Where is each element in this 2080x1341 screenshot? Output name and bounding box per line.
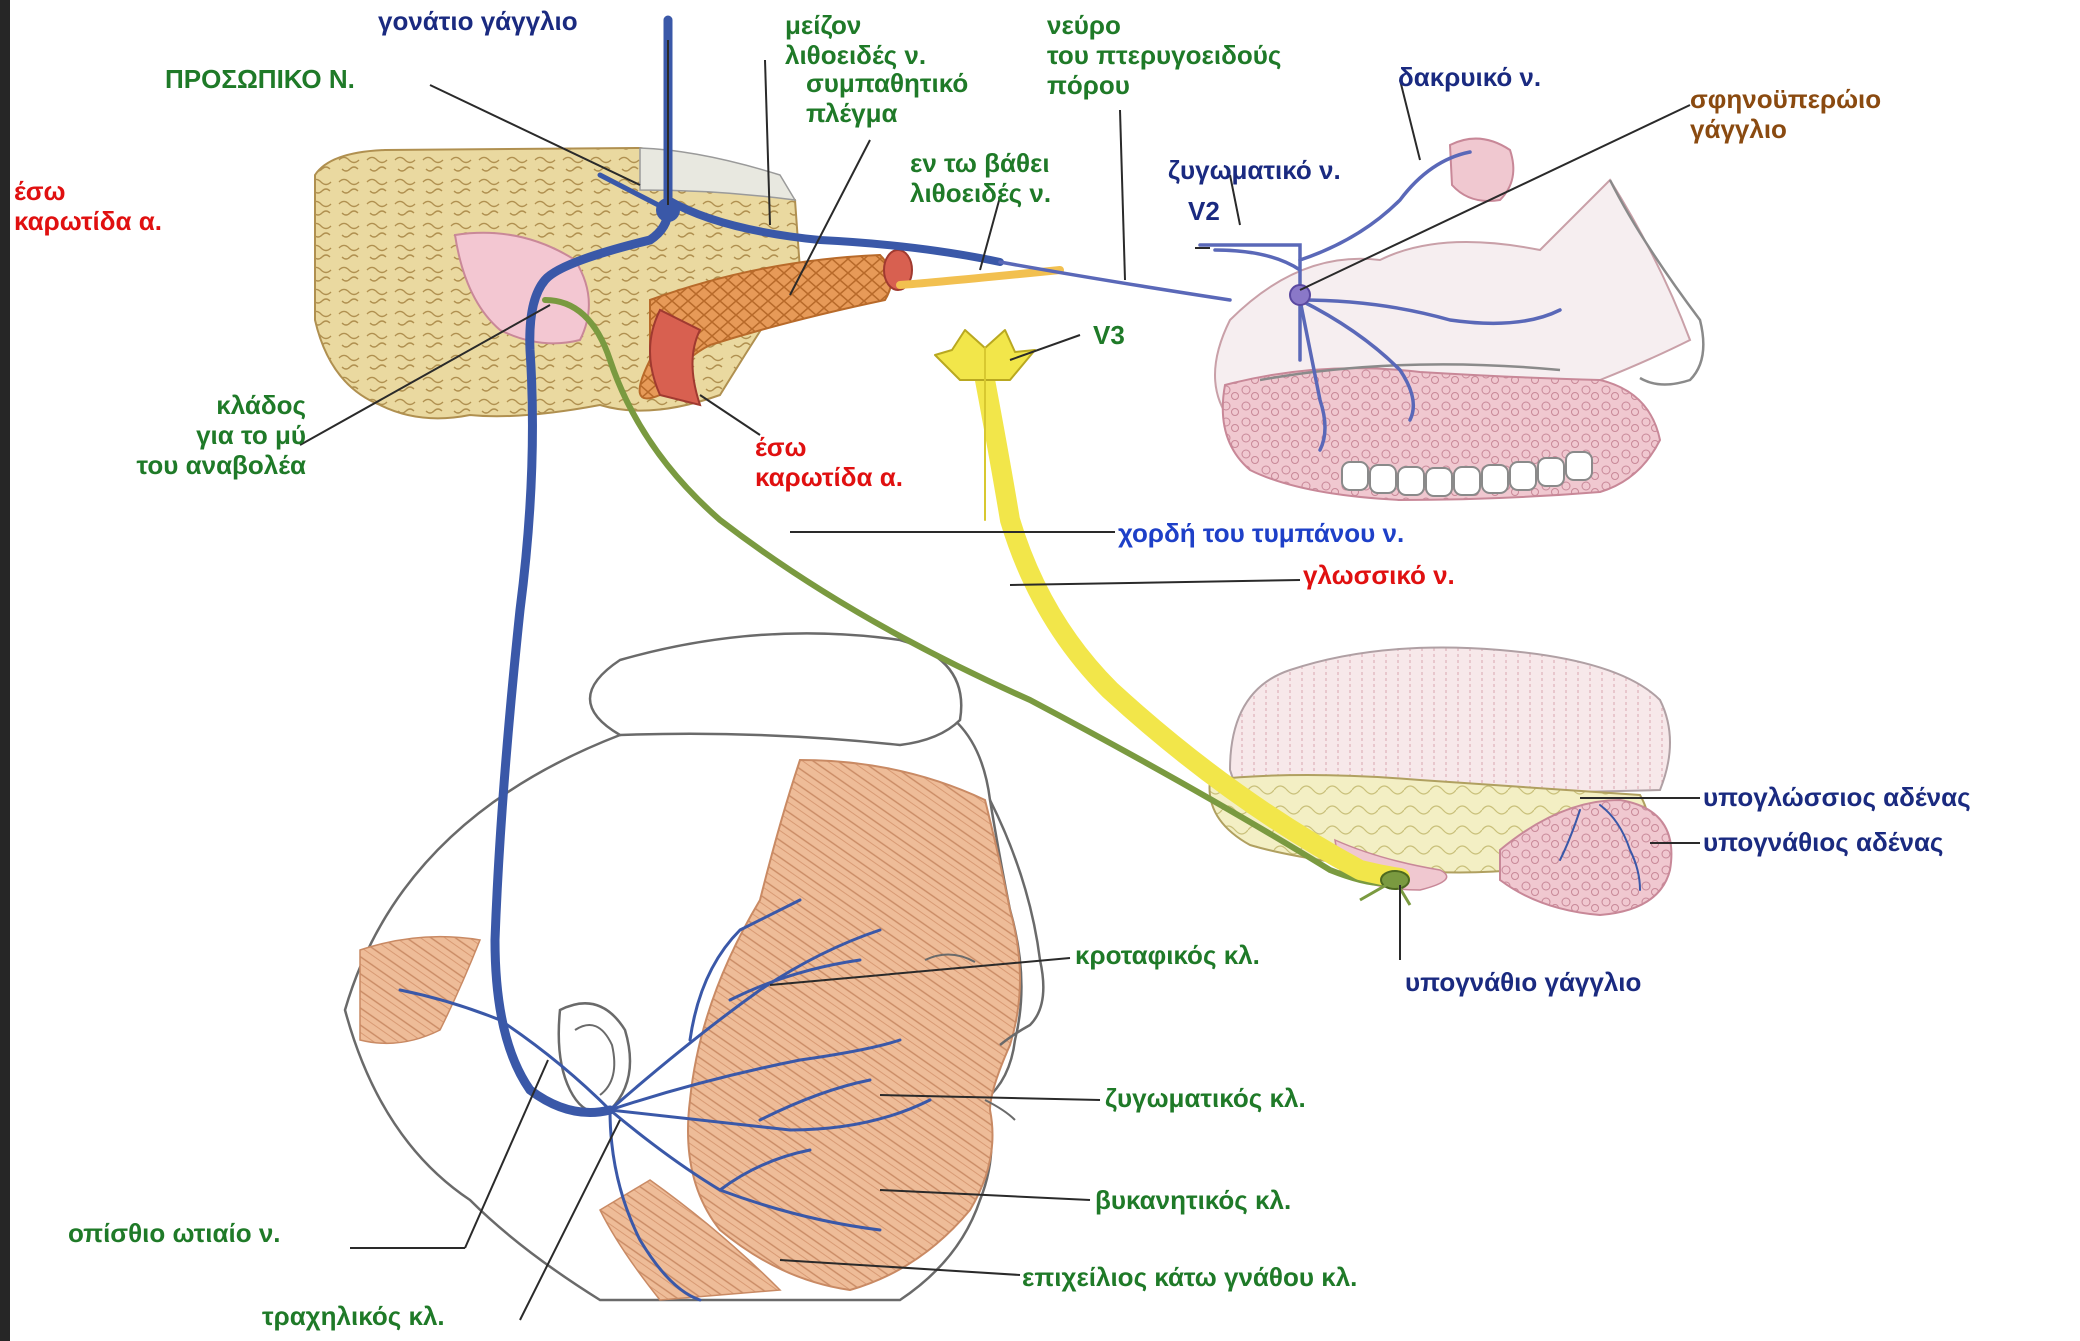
label-pterygopalatine-line-2: γάγγλιο bbox=[1690, 114, 1881, 144]
label-pterygopalatine-line-1: σφηνοϋπερώιο bbox=[1690, 84, 1881, 114]
label-sympathetic-plexus-line-1: συμπαθητικό bbox=[806, 68, 968, 98]
label-internal-carotid-center-line-2: καρωτίδα α. bbox=[755, 462, 903, 492]
label-stapedius-line-2: για το μύ bbox=[60, 420, 306, 450]
label-stapedius-line-1: κλάδος bbox=[60, 390, 306, 420]
label-greater-petrosal-line-1: μείζον bbox=[785, 10, 926, 40]
label-internal-carotid-center-line-1: έσω bbox=[755, 432, 903, 462]
label-deep-petrosal-line-2: λιθοειδές ν. bbox=[910, 178, 1051, 208]
label-lacrimal-nerve: δακρυικό ν. bbox=[1398, 62, 1541, 93]
label-zygomatic-nerve: ζυγωματικό ν. bbox=[1168, 155, 1341, 186]
label-submandibular-gland: υπογνάθιος αδένας bbox=[1703, 827, 1943, 858]
label-pterygoid-canal-line-1: νεύρο bbox=[1047, 10, 1281, 40]
label-deep-petrosal: εν τω βάθει λιθοειδές ν. bbox=[910, 148, 1051, 208]
label-v2: V2 bbox=[1188, 196, 1220, 227]
label-temporal-branch: κροταφικός κλ. bbox=[1075, 940, 1260, 971]
label-buccal-branch: βυκανητικός κλ. bbox=[1095, 1185, 1291, 1216]
tongue-section bbox=[1210, 648, 1672, 916]
nasal-section bbox=[1215, 139, 1703, 500]
label-facial-nerve: ΠΡΟΣΩΠΙΚΟ Ν. bbox=[165, 64, 355, 95]
label-lingual-nerve: γλωσσικό ν. bbox=[1303, 560, 1455, 591]
label-stapedius-line-3: του αναβολέα bbox=[60, 450, 306, 480]
label-pterygoid-canal-line-2: του πτερυγοειδούς bbox=[1047, 40, 1281, 70]
label-chorda-tympani: χορδή του τυμπάνου ν. bbox=[1118, 518, 1404, 549]
label-greater-petrosal-line-2: λιθοειδές ν. bbox=[785, 40, 926, 70]
label-sublingual-gland: υπογλώσσιος αδένας bbox=[1703, 782, 1971, 813]
label-marginal-mandibular: επιχείλιος κάτω γνάθου κλ. bbox=[1022, 1262, 1357, 1293]
label-stapedius-branch: κλάδος για το μύ του αναβολέα bbox=[60, 390, 306, 480]
label-sympathetic-plexus: συμπαθητικό πλέγμα bbox=[806, 68, 968, 128]
label-geniculate-ganglion: γονάτιο γάγγλιο bbox=[378, 6, 578, 37]
label-v3: V3 bbox=[1093, 320, 1125, 351]
label-deep-petrosal-line-1: εν τω βάθει bbox=[910, 148, 1051, 178]
label-pterygoid-canal-nerve: νεύρο του πτερυγοειδούς πόρου bbox=[1047, 10, 1281, 100]
label-internal-carotid-left-line-2: καρωτίδα α. bbox=[14, 206, 162, 236]
label-internal-carotid-left: έσω καρωτίδα α. bbox=[14, 176, 162, 236]
label-posterior-auricular: οπίσθιο ωτιαίο ν. bbox=[68, 1218, 281, 1249]
label-submandibular-ganglion: υπογνάθιο γάγγλιο bbox=[1405, 967, 1641, 998]
label-internal-carotid-left-line-1: έσω bbox=[14, 176, 162, 206]
label-pterygopalatine-ganglion: σφηνοϋπερώιο γάγγλιο bbox=[1690, 84, 1881, 144]
label-sympathetic-plexus-line-2: πλέγμα bbox=[806, 98, 968, 128]
pterygopalatine-ganglion-node bbox=[1290, 285, 1310, 305]
label-pterygoid-canal-line-3: πόρου bbox=[1047, 70, 1281, 100]
label-greater-petrosal: μείζον λιθοειδές ν. bbox=[785, 10, 926, 70]
label-zygomatic-branch: ζυγωματικός κλ. bbox=[1105, 1083, 1306, 1114]
label-internal-carotid-center: έσω καρωτίδα α. bbox=[755, 432, 903, 492]
head-section bbox=[345, 633, 1043, 1300]
label-cervical-branch: τραχηλικός κλ. bbox=[262, 1301, 445, 1332]
